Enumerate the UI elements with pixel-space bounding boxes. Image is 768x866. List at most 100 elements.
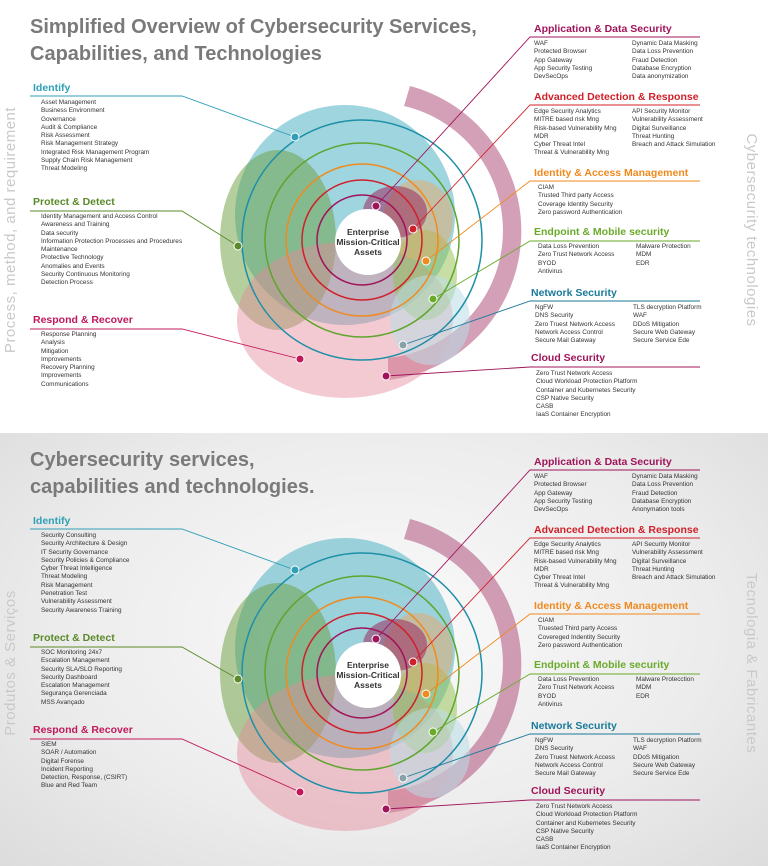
center-circle <box>335 642 401 708</box>
list-item: NgFW <box>535 737 554 744</box>
list-item: Container and Kubernetes Security <box>536 386 636 394</box>
respond-line <box>30 328 301 360</box>
iam-dot <box>421 689 431 699</box>
center-line-3: Assets <box>354 680 382 690</box>
cloud-arc <box>388 86 522 380</box>
list-item: Fraud Detection <box>632 489 678 497</box>
ring-red <box>301 179 423 301</box>
list-item: Detection Process <box>41 279 93 287</box>
list-item: Communications <box>41 380 89 388</box>
list-item: Threat Modeling <box>41 573 88 581</box>
list-item: SOAR / Automation <box>41 749 97 757</box>
list-item: DDoS Mitigation <box>633 753 680 761</box>
list-item: MDR <box>534 132 549 140</box>
list-item: App Gateway <box>534 56 573 64</box>
list-item: CSP Native Security <box>536 827 594 835</box>
list-item: Supply Chain Risk Management <box>41 157 133 165</box>
list-item: Threat Hunting <box>632 565 675 573</box>
list-item: Data anonymization <box>632 73 689 81</box>
list-item: Secure Web Gateway <box>633 328 696 336</box>
network-blob <box>390 708 470 798</box>
cloud-arc <box>388 519 522 813</box>
list-item: Zero Trust Network Access <box>536 803 613 810</box>
appsec-dot <box>371 201 381 211</box>
list-item: Escalation Management <box>41 657 110 665</box>
list-item: Database Encryption <box>632 64 692 72</box>
list-item: Blue and Red Team <box>41 782 98 790</box>
ring-outer-teal <box>241 552 483 794</box>
network-dot <box>398 773 408 783</box>
list-item: MDM <box>636 684 652 692</box>
center-line-1: Enterprise <box>346 227 390 237</box>
list-item: Breach and Attack Simulation <box>632 574 716 582</box>
list-item: Data Loss Prevention <box>538 243 600 250</box>
list-item: Secure Web Gateway <box>633 761 696 769</box>
appsec-title: Application & Data Security <box>534 456 672 468</box>
list-item: Audit & Compliance <box>41 123 98 131</box>
list-item: Secure Mail Gateway <box>535 337 596 345</box>
iam-line <box>425 180 700 262</box>
list-item: Identity Management and Access Control <box>41 213 158 220</box>
list-item: SOC Monitoring 24x7 <box>41 649 103 656</box>
list-item: MITRE based risk Mng <box>534 549 599 557</box>
list-item: Cloud Workload Protection Platform <box>536 378 638 386</box>
endpoint-section: Endpoint & Mobile security Data Loss Pre… <box>534 226 734 276</box>
list-item: Zero Truest Network Access <box>535 320 615 328</box>
list-item: Malware Protecction <box>636 676 694 683</box>
endpoint-line <box>432 673 700 733</box>
list-item: Network Access Control <box>535 761 603 769</box>
list-item: Zero Trust Network Access <box>536 370 613 377</box>
center-line-2: Mission-Critical <box>336 670 400 680</box>
page-title: Simplified Overview of Cybersecurity Ser… <box>30 14 477 68</box>
list-item: Coverage Identity Security <box>538 200 613 208</box>
appsec-title: Application & Data Security <box>534 23 672 35</box>
list-item: Analysis <box>41 339 65 347</box>
ring-green <box>264 575 460 771</box>
list-item: Zero Trust Network Access <box>538 684 615 692</box>
list-item: Data security <box>41 229 79 237</box>
protect-line <box>30 210 239 247</box>
list-item: Vulnerability Assessment <box>41 598 112 606</box>
ring-magenta <box>316 194 408 286</box>
cloud-dot <box>381 371 391 381</box>
appsec-line <box>375 469 700 640</box>
list-item: Edge Security Analytics <box>534 108 601 115</box>
list-item: Dynamic Data Masking <box>632 40 698 47</box>
list-item: Fraud Detection <box>632 56 678 64</box>
list-item: Database Encryption <box>632 497 692 505</box>
list-item: Penetration Test <box>41 590 88 598</box>
list-item: Container and Kubernetes Security <box>536 819 636 827</box>
protect-line <box>30 646 239 680</box>
list-item: DNS Security <box>535 312 574 320</box>
protect-dot <box>233 241 243 251</box>
ring-orange <box>285 596 439 750</box>
respond-title: Respond & Recover <box>33 724 133 736</box>
list-item: Improvements <box>41 372 82 380</box>
cloud-section: Cloud Security Zero Trust Network Access… <box>531 352 637 420</box>
list-item: Response Planning <box>41 331 97 338</box>
list-item: Risk-based Vulnerability Mng <box>534 557 617 565</box>
left-vertical-label: Process, method, and requirement <box>2 106 19 354</box>
list-item: Security Awareness Training <box>41 606 122 614</box>
list-item: Data Loss Prevention <box>632 481 694 489</box>
advanced-title: Advanced Detection & Response <box>534 91 699 103</box>
list-item: Zero Trust Network Access <box>538 251 615 259</box>
list-item: App Gateway <box>534 489 573 497</box>
list-item: Digital Forense <box>41 757 84 765</box>
list-item: NgFW <box>535 304 554 311</box>
ring-red <box>301 612 423 734</box>
list-item: WAF <box>534 473 548 480</box>
list-item: Network Access Control <box>535 328 603 336</box>
advanced-line <box>412 104 700 230</box>
list-item: CASB <box>536 403 554 411</box>
list-item: Cloud Workload Protection Platform <box>536 811 638 819</box>
